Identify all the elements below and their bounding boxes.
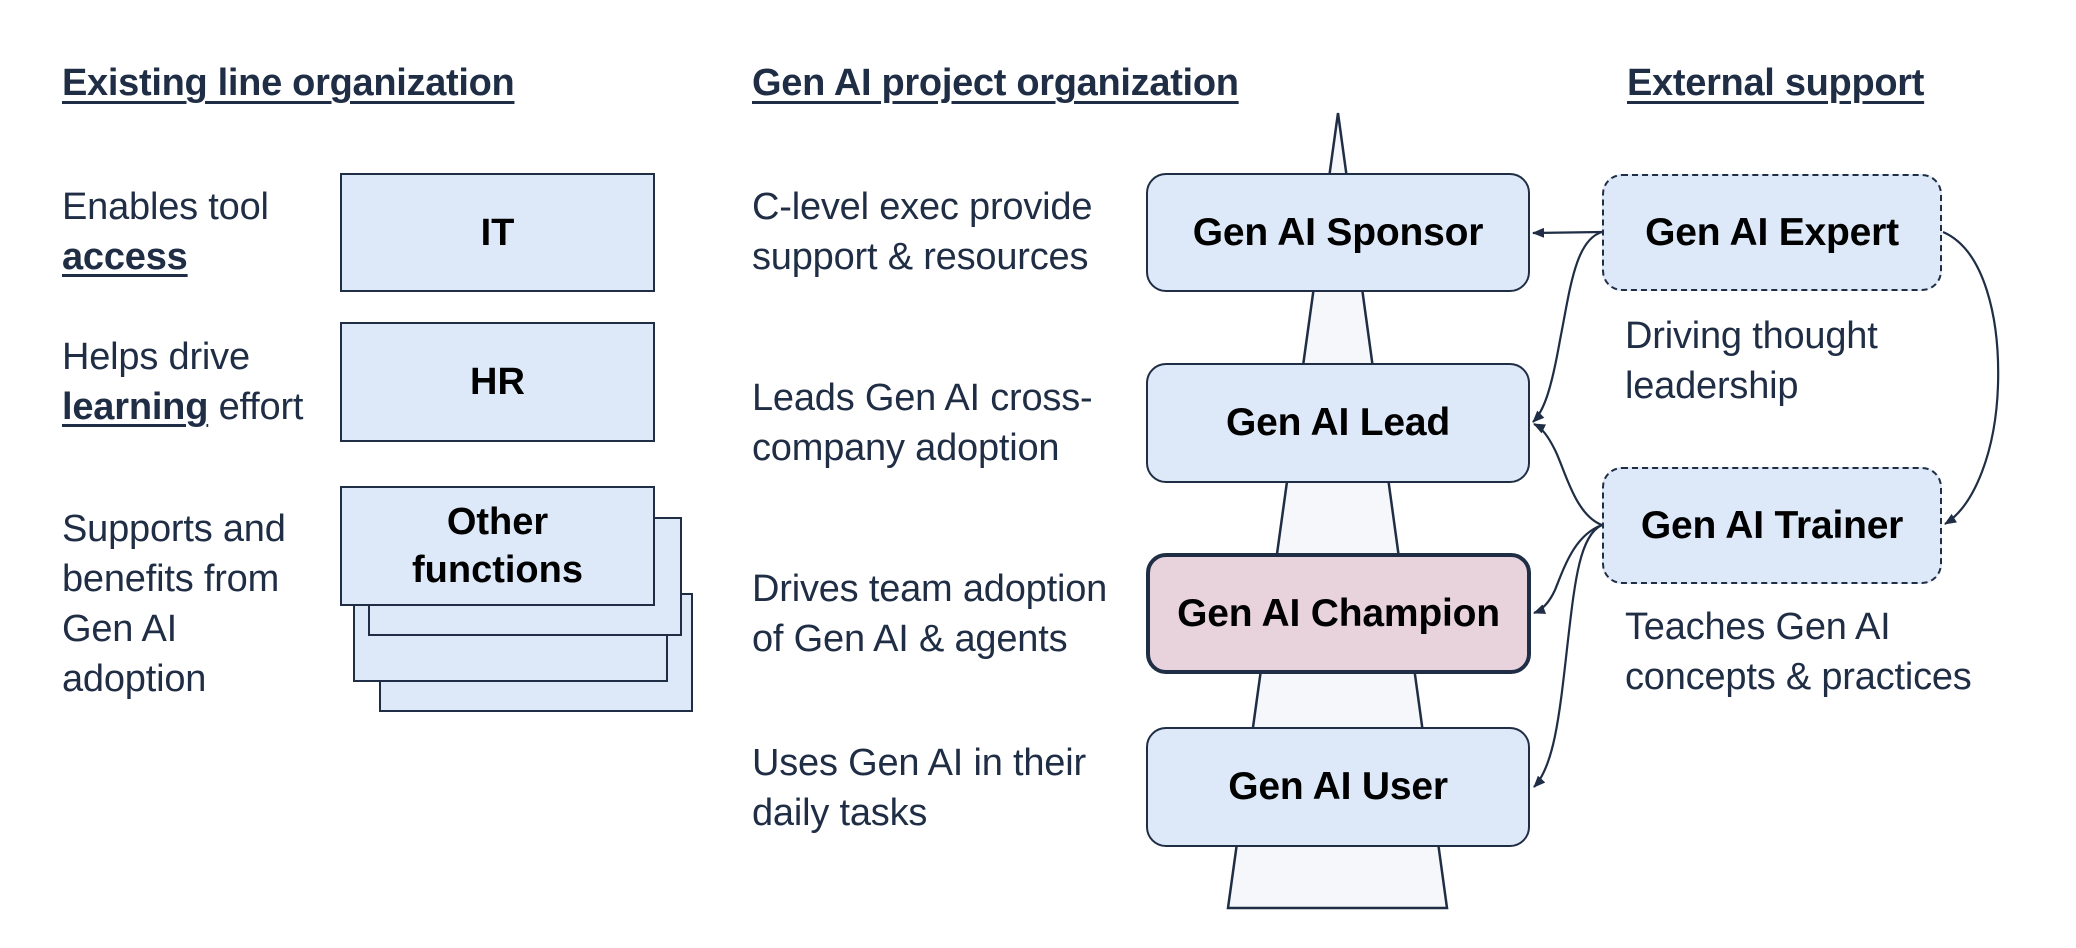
other-functions-label-line1: Other — [446, 501, 549, 543]
gen-ai-lead-box: Gen AI Lead — [1146, 363, 1530, 483]
it-description-text: Enables tool — [62, 186, 269, 228]
gen-ai-champion-box: Gen AI Champion — [1146, 553, 1531, 674]
gen-ai-expert-box: Gen AI Expert — [1602, 174, 1942, 291]
other-functions-box: Other functions — [340, 486, 655, 606]
expert-description-line1: Driving thought — [1625, 315, 1878, 357]
gen-ai-sponsor-box: Gen AI Sponsor — [1146, 173, 1530, 292]
user-description: Uses Gen AI in their daily tasks — [752, 738, 1086, 838]
hierarchy-pyramid — [1226, 112, 1449, 910]
header-external-support: External support — [1627, 62, 1925, 104]
champion-description-line2: of Gen AI & agents — [752, 618, 1068, 660]
user-description-line1: Uses Gen AI in their — [752, 742, 1086, 784]
champion-description: Drives team adoption of Gen AI & agents — [752, 564, 1107, 664]
hr-box: HR — [340, 322, 655, 442]
expert-description: Driving thought leadership — [1625, 311, 1878, 411]
hr-description-suffix: effort — [208, 386, 304, 428]
user-description-line2: daily tasks — [752, 792, 928, 834]
it-box-label: IT — [480, 211, 515, 254]
hr-box-label: HR — [470, 361, 525, 403]
lead-description-line1: Leads Gen AI cross- — [752, 377, 1093, 419]
it-description-keyword: access — [62, 236, 188, 278]
hr-description-text: Helps drive — [62, 336, 250, 378]
hr-description-keyword: learning — [62, 386, 209, 428]
header-existing-line-organization: Existing line organization — [62, 62, 515, 104]
trainer-description-line1: Teaches Gen AI — [1625, 606, 1891, 648]
lead-description-line2: company adoption — [752, 427, 1060, 469]
other-functions-label-line2: functions — [412, 549, 583, 591]
gen-ai-trainer-label: Gen AI Trainer — [1640, 503, 1904, 547]
sponsor-description-line2: support & resources — [752, 236, 1089, 278]
expert-description-line2: leadership — [1625, 365, 1799, 407]
sponsor-description: C-level exec provide support & resources — [752, 182, 1092, 282]
other-functions-description: Supports and benefits from Gen AI adopti… — [62, 508, 286, 700]
header-gen-ai-project-organization: Gen AI project organization — [752, 62, 1239, 104]
hr-description: Helps drive learning effort — [62, 332, 352, 432]
gen-ai-lead-label: Gen AI Lead — [1226, 401, 1450, 444]
trainer-description: Teaches Gen AI concepts & practices — [1625, 602, 1972, 702]
gen-ai-trainer-box: Gen AI Trainer — [1602, 467, 1942, 584]
gen-ai-sponsor-label: Gen AI Sponsor — [1192, 210, 1484, 254]
gen-ai-champion-label: Gen AI Champion — [1177, 591, 1500, 635]
champion-description-line1: Drives team adoption — [752, 568, 1108, 610]
it-description: Enables tool access — [62, 182, 312, 282]
it-box: IT — [340, 173, 655, 292]
trainer-description-line2: concepts & practices — [1625, 656, 1972, 698]
gen-ai-user-label: Gen AI User — [1228, 765, 1448, 808]
lead-description: Leads Gen AI cross- company adoption — [752, 373, 1093, 473]
gen-ai-user-box: Gen AI User — [1146, 727, 1530, 847]
gen-ai-expert-label: Gen AI Expert — [1645, 210, 1899, 254]
sponsor-description-line1: C-level exec provide — [752, 186, 1093, 228]
